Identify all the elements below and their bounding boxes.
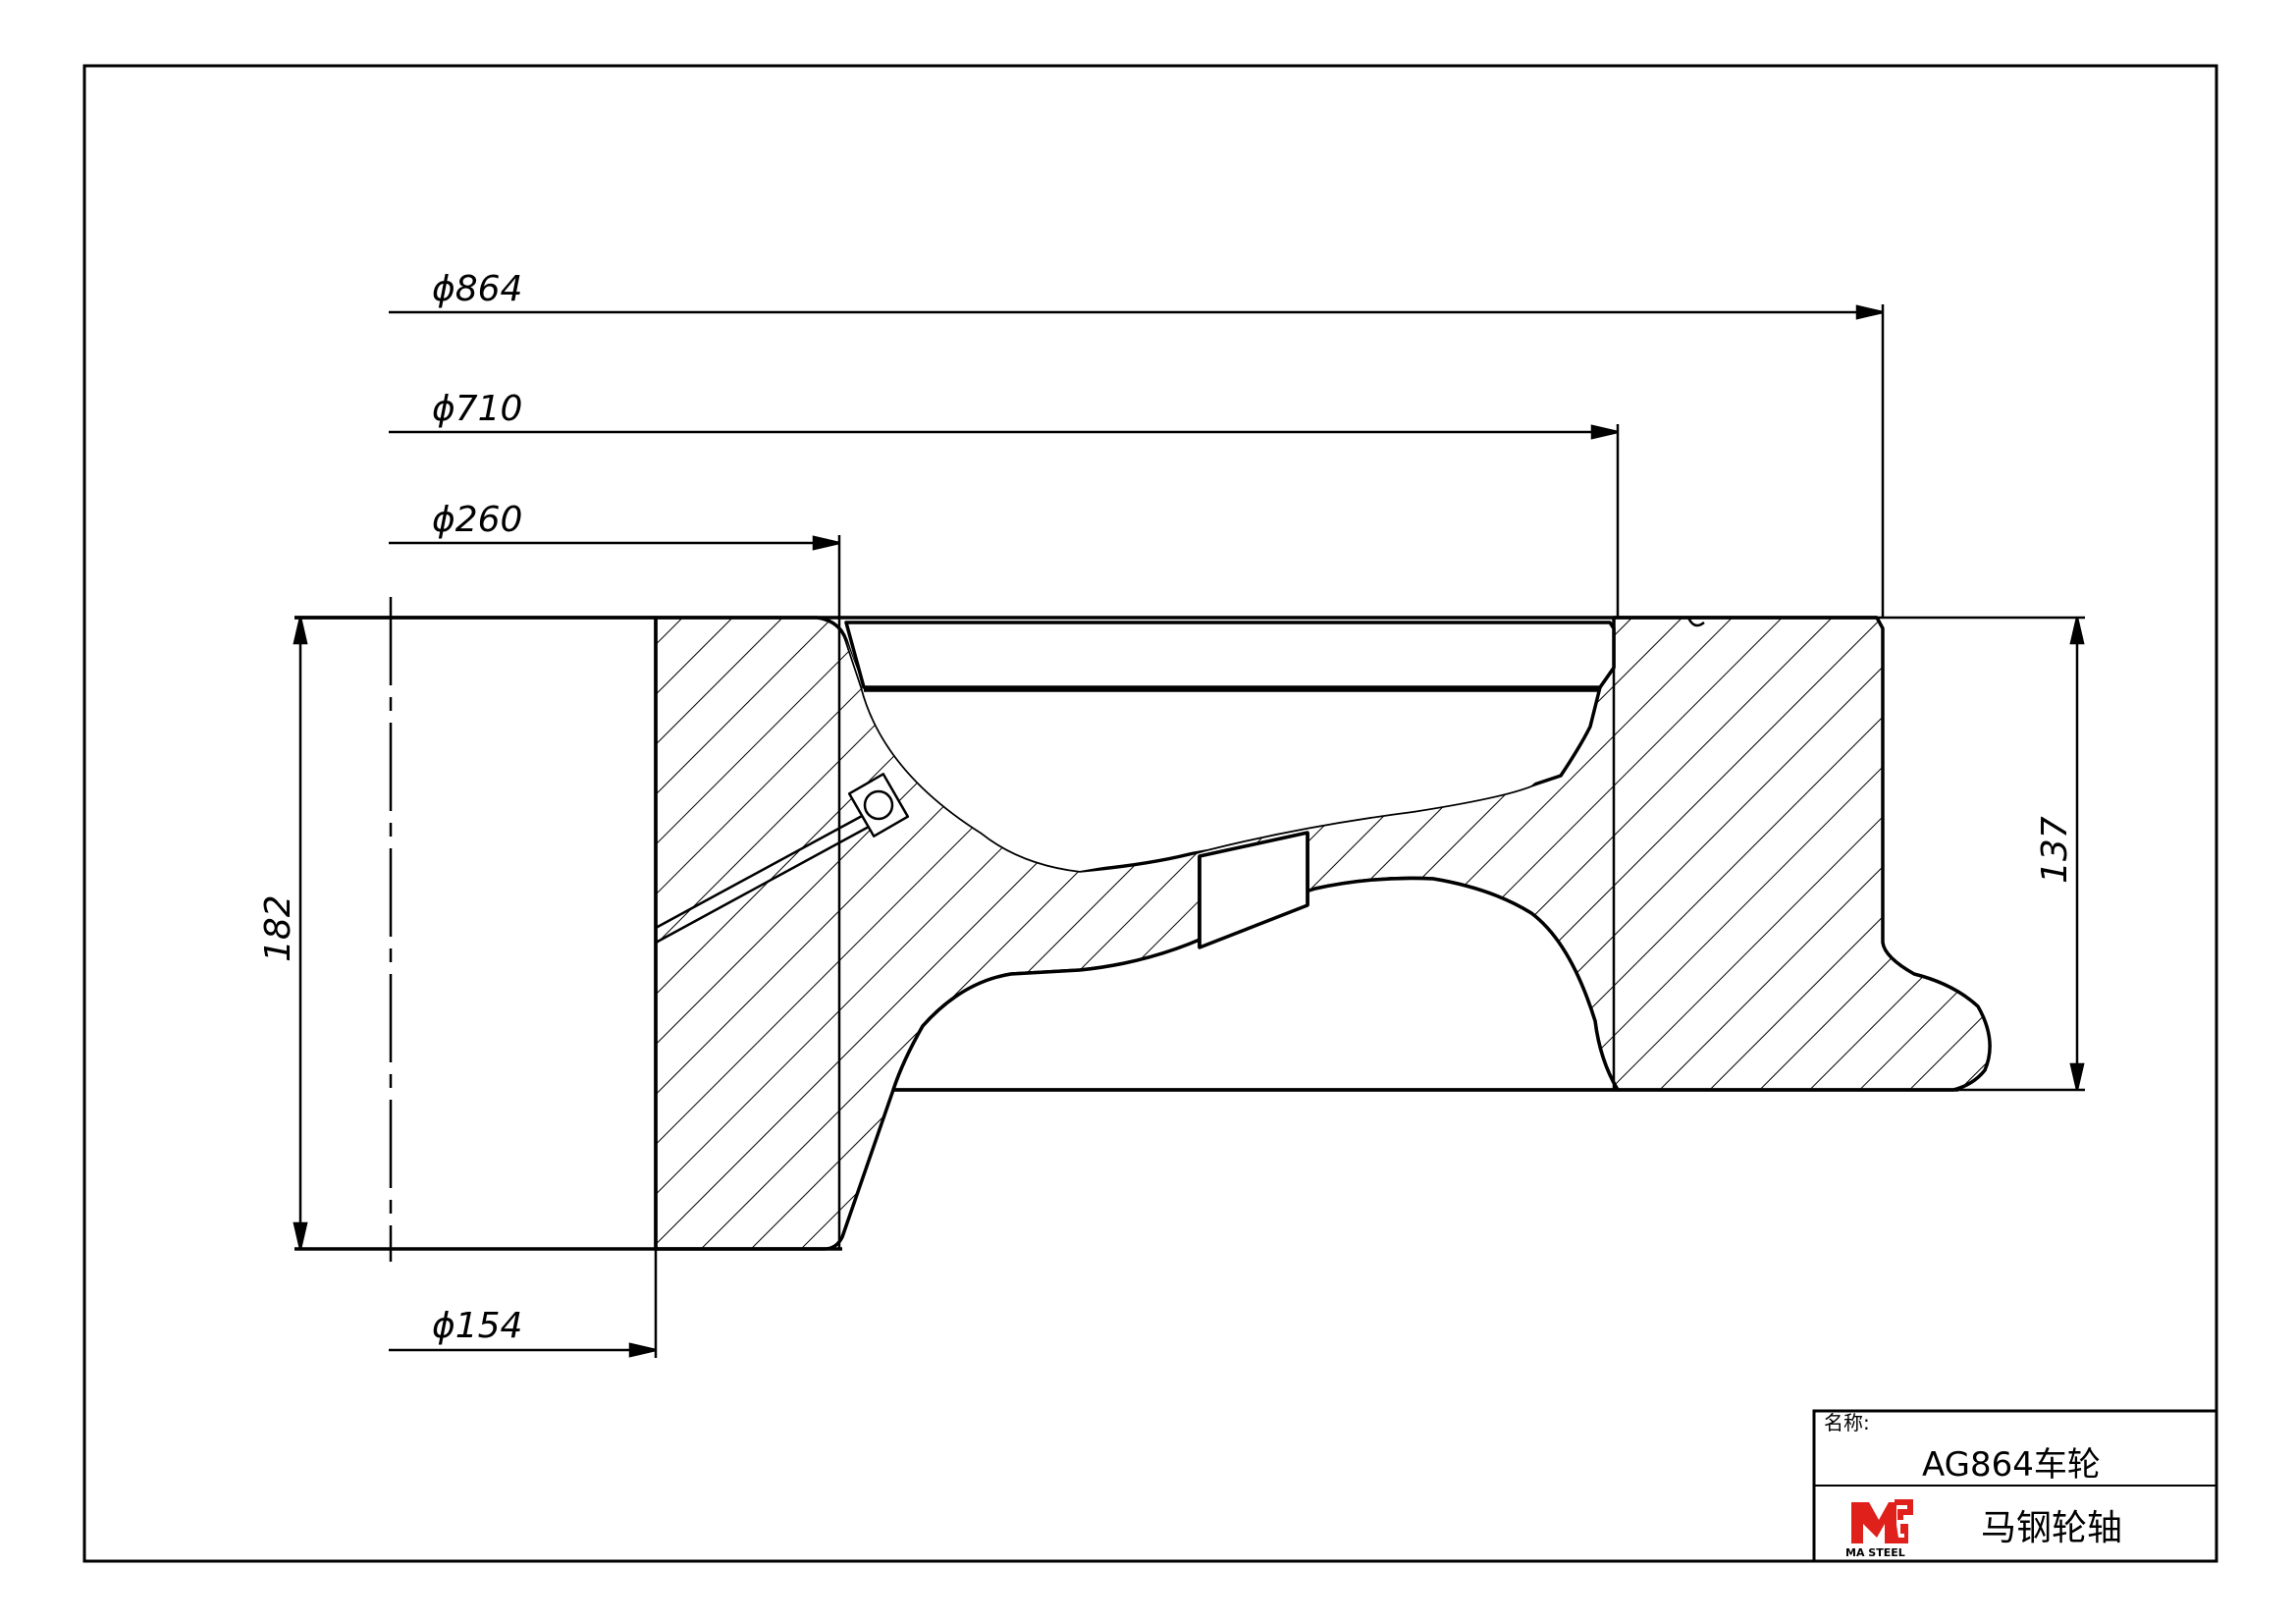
plate-cavity-outline [846,640,1598,871]
lower-cavity [891,876,1620,1092]
oil-plug [655,773,910,945]
title-name-value: AG864车轮 [1922,1445,2101,1485]
title-name-label: 名称: [1824,1411,1870,1434]
dim-d864: ϕ864 [432,269,522,309]
wheel-section [294,616,1992,1251]
dim-d154: ϕ154 [432,1306,522,1346]
rim-notch [1686,617,1705,627]
title-company: 马钢轮轴 [1981,1508,2122,1548]
drawing-border [82,64,2218,1563]
dim-d710: ϕ710 [432,389,522,429]
title-block [1812,1409,2218,1563]
dimensions [293,304,2085,1358]
dim-d260: ϕ260 [432,500,522,540]
logo-text: MA STEEL [1845,1546,1905,1559]
dim-h137: 137 [2035,816,2075,884]
recess [844,621,1616,689]
masteel-logo-icon: MA STEEL [1845,1499,1913,1559]
dim-h182: 182 [258,894,298,962]
